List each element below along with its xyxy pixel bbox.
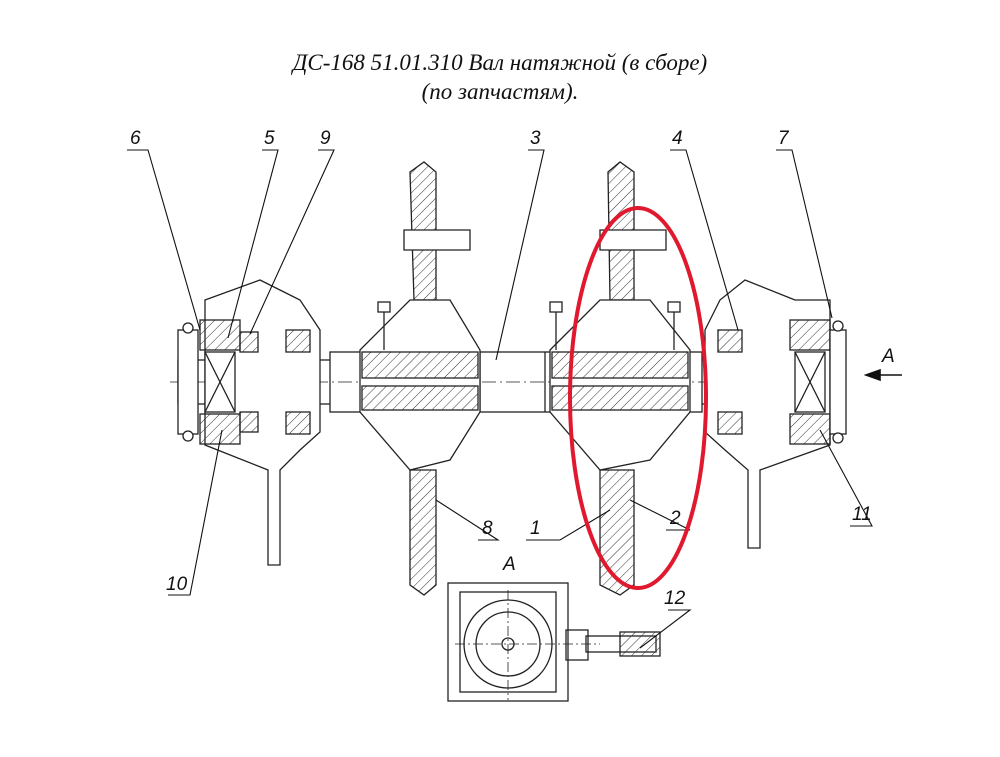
callout-5: 5 xyxy=(264,128,275,149)
view-arrow xyxy=(863,368,902,382)
callout-1: 1 xyxy=(530,518,541,539)
left-sprocket xyxy=(359,161,481,596)
callout-7: 7 xyxy=(778,128,790,149)
drawing-title: ДС-168 51.01.310 Вал натяжной (в сборе) xyxy=(292,50,708,75)
right-sprocket xyxy=(549,161,691,596)
view-a-label: A xyxy=(502,554,516,575)
view-a-detail xyxy=(447,582,661,702)
highlight-ellipse xyxy=(568,206,708,590)
left-bearing-housing xyxy=(177,279,321,566)
callout-10: 10 xyxy=(166,574,188,595)
callout-12: 12 xyxy=(664,588,686,609)
drawing-subtitle: (по запчастям). xyxy=(421,79,579,104)
callout-9: 9 xyxy=(320,128,331,149)
callout-6: 6 xyxy=(130,128,141,149)
callout-11: 11 xyxy=(852,504,872,525)
view-arrow-label: A xyxy=(881,346,895,367)
callout-8: 8 xyxy=(482,518,493,539)
callout-3: 3 xyxy=(530,128,541,149)
callout-2: 2 xyxy=(669,508,681,529)
callout-4: 4 xyxy=(672,128,683,149)
leader-lines xyxy=(127,149,873,649)
right-bearing-housing xyxy=(704,279,847,549)
